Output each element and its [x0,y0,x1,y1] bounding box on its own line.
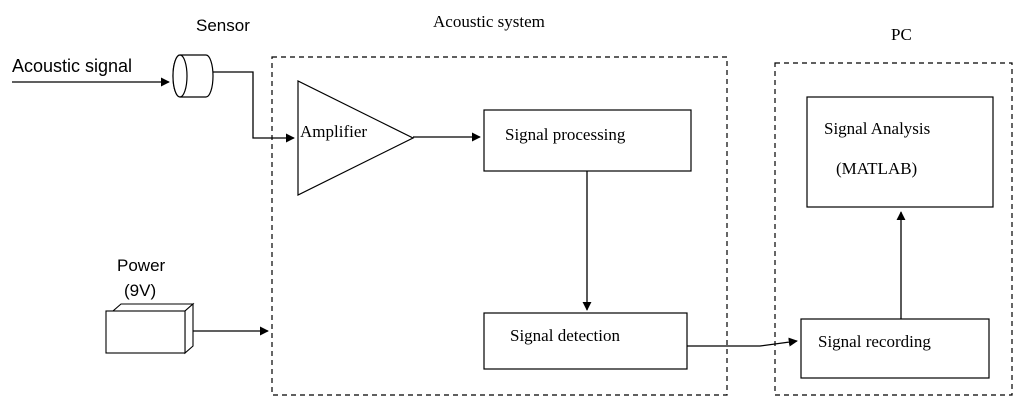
acoustic-system-boundary [271,56,728,396]
acoustic-system-label: Acoustic system [433,12,545,31]
signal-recording-block [800,318,990,379]
signal-analysis-label: Signal Analysis [824,119,930,138]
detection-to-recording-connector [687,337,798,347]
signal-analysis-matlab-label: (MATLAB) [836,159,917,178]
signal-detection-label: Signal detection [510,326,621,345]
sensor-icon [172,54,214,98]
pc-boundary [774,62,1013,396]
acoustic-signal-label: Acoustic signal [12,56,132,76]
signal-analysis-block [806,96,994,208]
sensor-label: Sensor [196,16,250,35]
signal-processing-label: Signal processing [505,125,626,144]
signal-recording-label: Signal recording [818,332,931,351]
signal-processing-block [483,109,692,172]
pc-label: PC [891,25,912,44]
signal-detection-block [483,312,688,370]
power-supply-icon [105,302,195,355]
power-voltage-label: (9V) [124,281,156,300]
amplifier-label: Amplifier [300,122,367,141]
power-label: Power [117,256,166,275]
amplifier-block [297,80,415,196]
sensor-to-amplifier-connector [213,71,295,143]
